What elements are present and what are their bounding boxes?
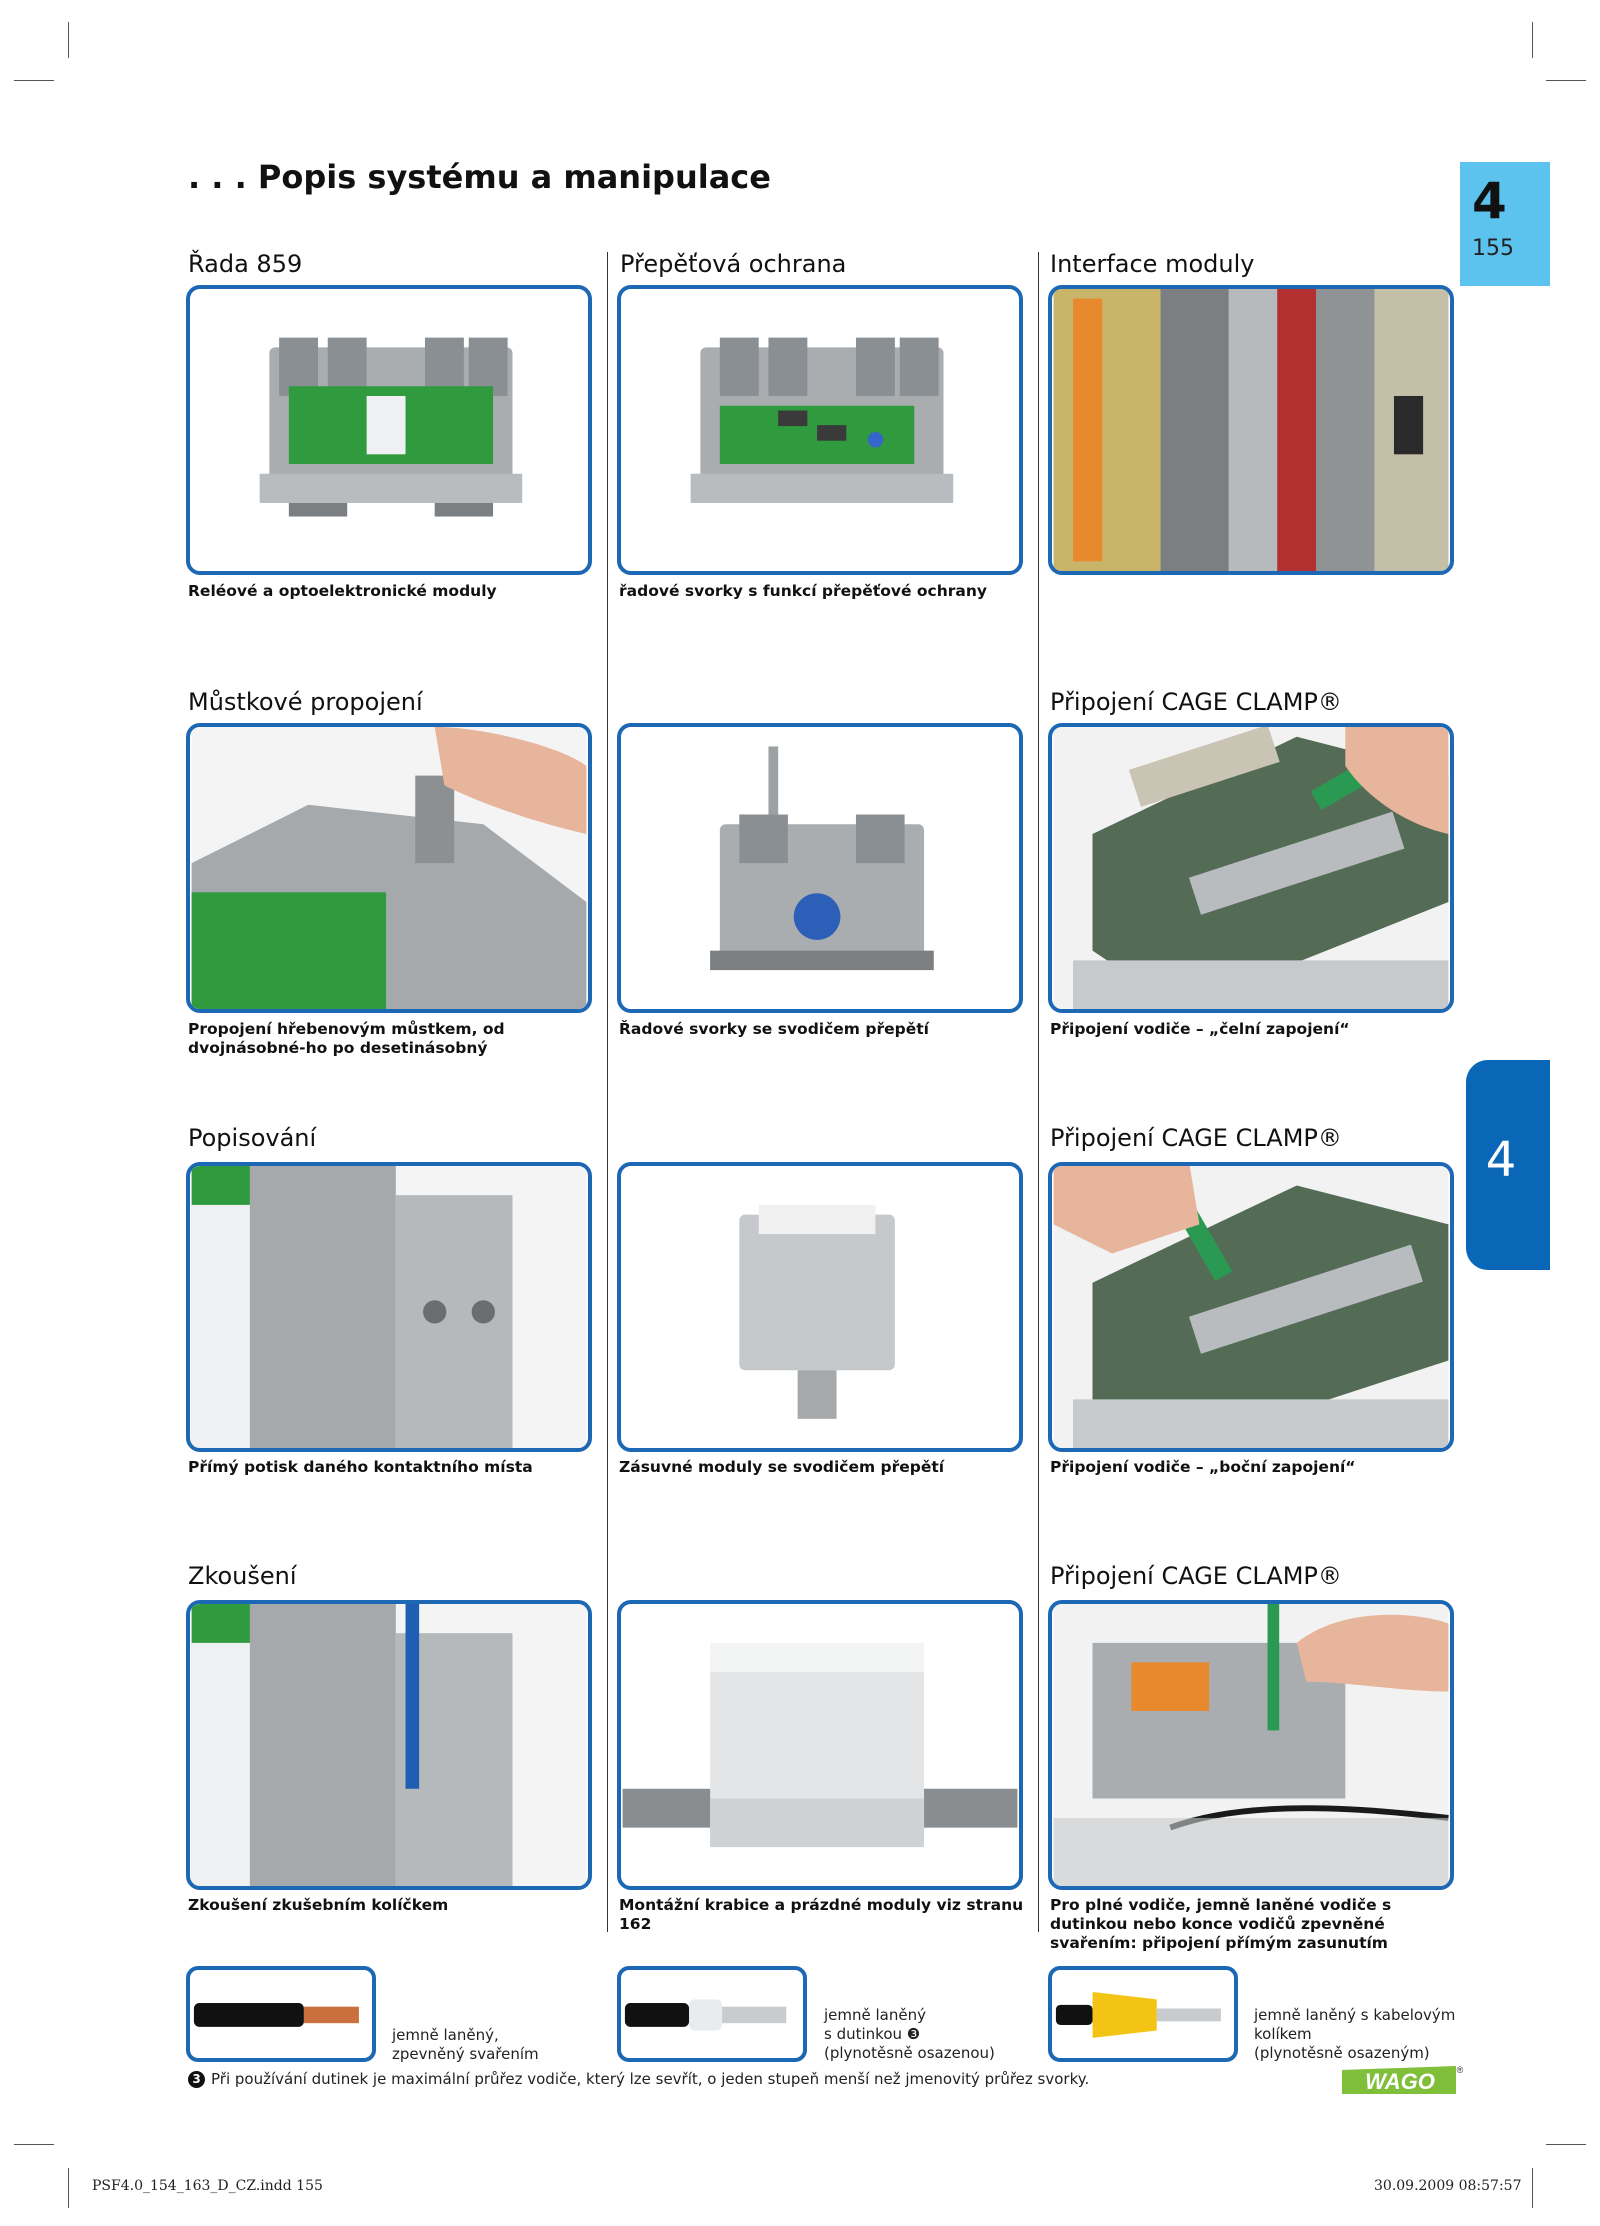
photo-wire-welded bbox=[186, 1966, 376, 2062]
wire-label-welded: jemně laněný, zpevněný svařením bbox=[392, 2026, 539, 2063]
photo-cage-clamp-push-in bbox=[1048, 1600, 1454, 1890]
crop-mark bbox=[1546, 2144, 1586, 2145]
caption-cage3: Pro plné vodiče, jemně laněné vodiče s d… bbox=[1050, 1896, 1392, 1952]
section-heading-zkouseni: Zkoušení bbox=[188, 1562, 297, 1590]
section-heading-cage2: Připojení CAGE CLAMP® bbox=[1050, 1124, 1342, 1152]
page-title: . . . Popis systému a manipulace bbox=[188, 158, 771, 196]
crop-mark bbox=[14, 80, 54, 81]
section-heading-cage3: Připojení CAGE CLAMP® bbox=[1050, 1562, 1342, 1590]
wago-logo-reg: ® bbox=[1457, 2065, 1464, 2075]
crop-mark bbox=[1532, 2168, 1533, 2208]
crop-mark bbox=[1546, 80, 1586, 81]
photo-cage-clamp-front bbox=[1048, 723, 1454, 1013]
photo-interface-cabinet bbox=[1048, 285, 1454, 575]
column-divider bbox=[1038, 252, 1039, 1932]
caption-prepetova: řadové svorky s funkcí přepěťové ochrany bbox=[619, 582, 987, 600]
crop-mark bbox=[68, 2168, 69, 2208]
caption-cage2: Připojení vodiče – „boční zapojení“ bbox=[1050, 1458, 1356, 1476]
page-number: 155 bbox=[1472, 236, 1514, 261]
caption-svodic: Řadové svorky se svodičem přepětí bbox=[619, 1020, 929, 1038]
photo-cage-clamp-side bbox=[1048, 1162, 1454, 1452]
caption-popisovani: Přímý potisk daného kontaktního místa bbox=[188, 1458, 533, 1476]
section-heading-popisovani: Popisování bbox=[188, 1124, 317, 1152]
section-heading-rada859: Řada 859 bbox=[188, 250, 303, 278]
photo-marking bbox=[186, 1162, 592, 1452]
wire-label-ferrule: jemně laněný s dutinkou ❸ (plynotěsně os… bbox=[824, 2006, 995, 2062]
print-file-info: PSF4.0_154_163_D_CZ.indd 155 bbox=[92, 2178, 323, 2194]
chapter-number: 4 bbox=[1472, 172, 1507, 230]
wago-logo-text: WAGO bbox=[1365, 2069, 1435, 2094]
side-chapter-number: 4 bbox=[1485, 1132, 1517, 1188]
caption-rada859: Reléové a optoelektronické moduly bbox=[188, 582, 497, 600]
footnote: 3 Při používání dutinek je maximální průř… bbox=[188, 2070, 1089, 2088]
photo-wire-pin bbox=[1048, 1966, 1238, 2062]
crop-mark bbox=[14, 2144, 54, 2145]
photo-plugin-module bbox=[617, 1162, 1023, 1452]
section-heading-mustkove: Můstkové propojení bbox=[188, 688, 423, 716]
section-heading-cage1: Připojení CAGE CLAMP® bbox=[1050, 688, 1342, 716]
section-heading-interface: Interface moduly bbox=[1050, 250, 1255, 278]
print-timestamp: 30.09.2009 08:57:57 bbox=[1374, 2178, 1522, 2194]
footnote-text: Při používání dutinek je maximální průře… bbox=[211, 2070, 1090, 2088]
caption-zasuvne: Zásuvné moduly se svodičem přepětí bbox=[619, 1458, 945, 1476]
photo-relay-module bbox=[186, 285, 592, 575]
photo-bridge-connection bbox=[186, 723, 592, 1013]
side-chapter-tab[interactable]: 4 bbox=[1466, 1060, 1550, 1270]
wire-label-pin: jemně laněný s kabelovým kolíkem (plynot… bbox=[1254, 2006, 1456, 2062]
photo-terminal-arrester bbox=[617, 723, 1023, 1013]
photo-wire-ferrule bbox=[617, 1966, 807, 2062]
footnote-mark: 3 bbox=[188, 2071, 205, 2088]
caption-mustkove: Propojení hřebenovým můstkem, od dvojnás… bbox=[188, 1020, 505, 1057]
column-divider bbox=[607, 252, 608, 1932]
caption-cage1: Připojení vodiče – „čelní zapojení“ bbox=[1050, 1020, 1350, 1038]
crop-mark bbox=[68, 22, 69, 58]
caption-zkouseni: Zkoušení zkušebním kolíčkem bbox=[188, 1896, 449, 1914]
photo-mounting-box bbox=[617, 1600, 1023, 1890]
chapter-tab: 4 155 bbox=[1460, 162, 1550, 286]
photo-testing bbox=[186, 1600, 592, 1890]
wago-logo: WAGO ® bbox=[1342, 2064, 1464, 2096]
caption-montazni: Montážní krabice a prázdné moduly viz st… bbox=[619, 1896, 1024, 1933]
photo-surge-terminal bbox=[617, 285, 1023, 575]
section-heading-prepetova: Přepěťová ochrana bbox=[620, 250, 847, 278]
crop-mark bbox=[1532, 22, 1533, 58]
